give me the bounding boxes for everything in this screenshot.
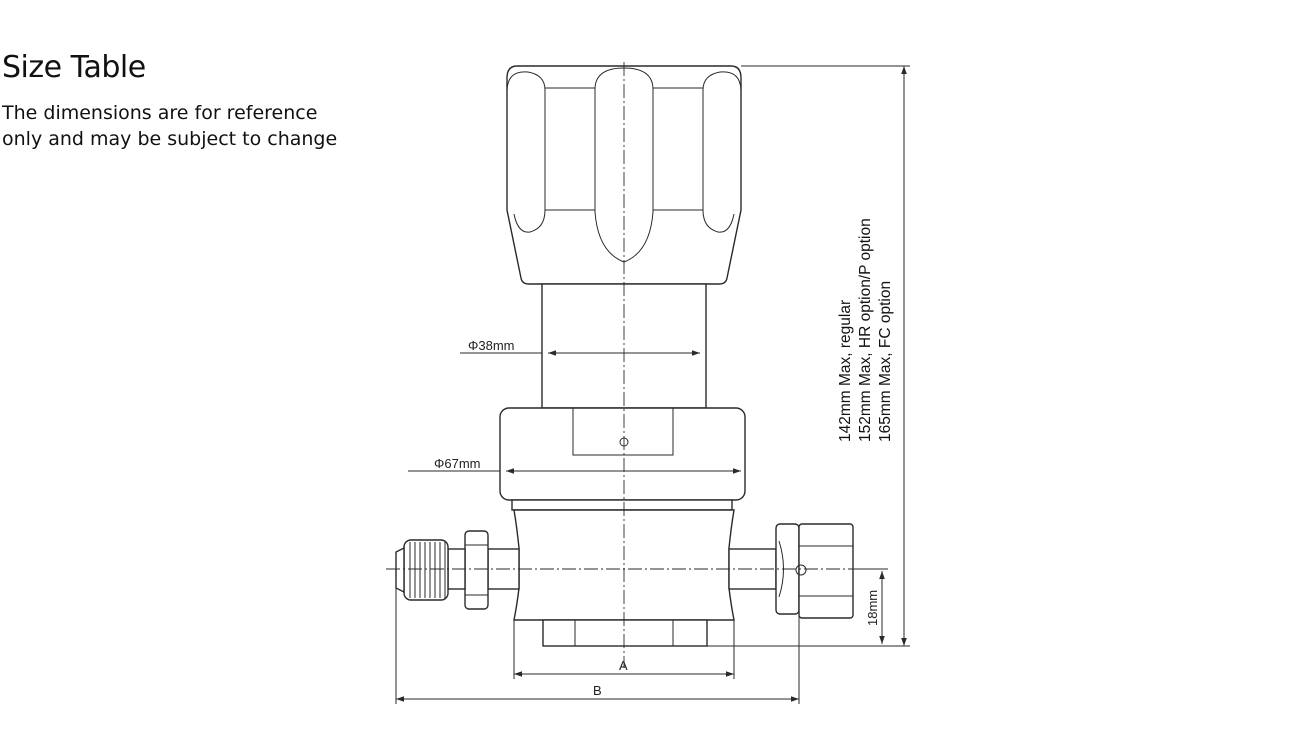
disclaimer-line-1: The dimensions are for reference	[2, 102, 318, 124]
width-b-dimension: B	[395, 588, 800, 704]
page-title: Size Table	[2, 50, 146, 85]
body-diameter-dimension: Φ67mm	[408, 456, 741, 474]
port-height-label: 18mm	[865, 590, 880, 626]
height-hr-p-label: 152mm Max, HR option/P option	[857, 218, 874, 442]
inlet-fitting-shape	[395, 530, 520, 610]
bonnet-diameter-label: Φ38mm	[468, 338, 515, 353]
height-fc-label: 165mm Max, FC option	[877, 281, 894, 442]
width-a-dimension: A	[513, 620, 735, 679]
disclaimer-line-2: only and may be subject to change	[2, 128, 338, 150]
body-cap-shape	[499, 407, 746, 511]
port-height-dimension: 18mm	[853, 568, 888, 644]
bonnet-shape	[541, 283, 707, 409]
outlet-fitting-shape	[728, 523, 854, 619]
disclaimer-note: The dimensions are for reference only an…	[2, 100, 382, 152]
width-b-label: B	[593, 683, 602, 698]
height-regular-label: 142mm Max, regular	[837, 300, 854, 442]
bonnet-diameter-dimension: Φ38mm	[460, 338, 700, 356]
width-a-label: A	[619, 658, 628, 673]
overall-height-dimension: 142mm Max, regular 152mm Max, HR option/…	[707, 65, 910, 647]
body-diameter-label: Φ67mm	[434, 456, 481, 471]
